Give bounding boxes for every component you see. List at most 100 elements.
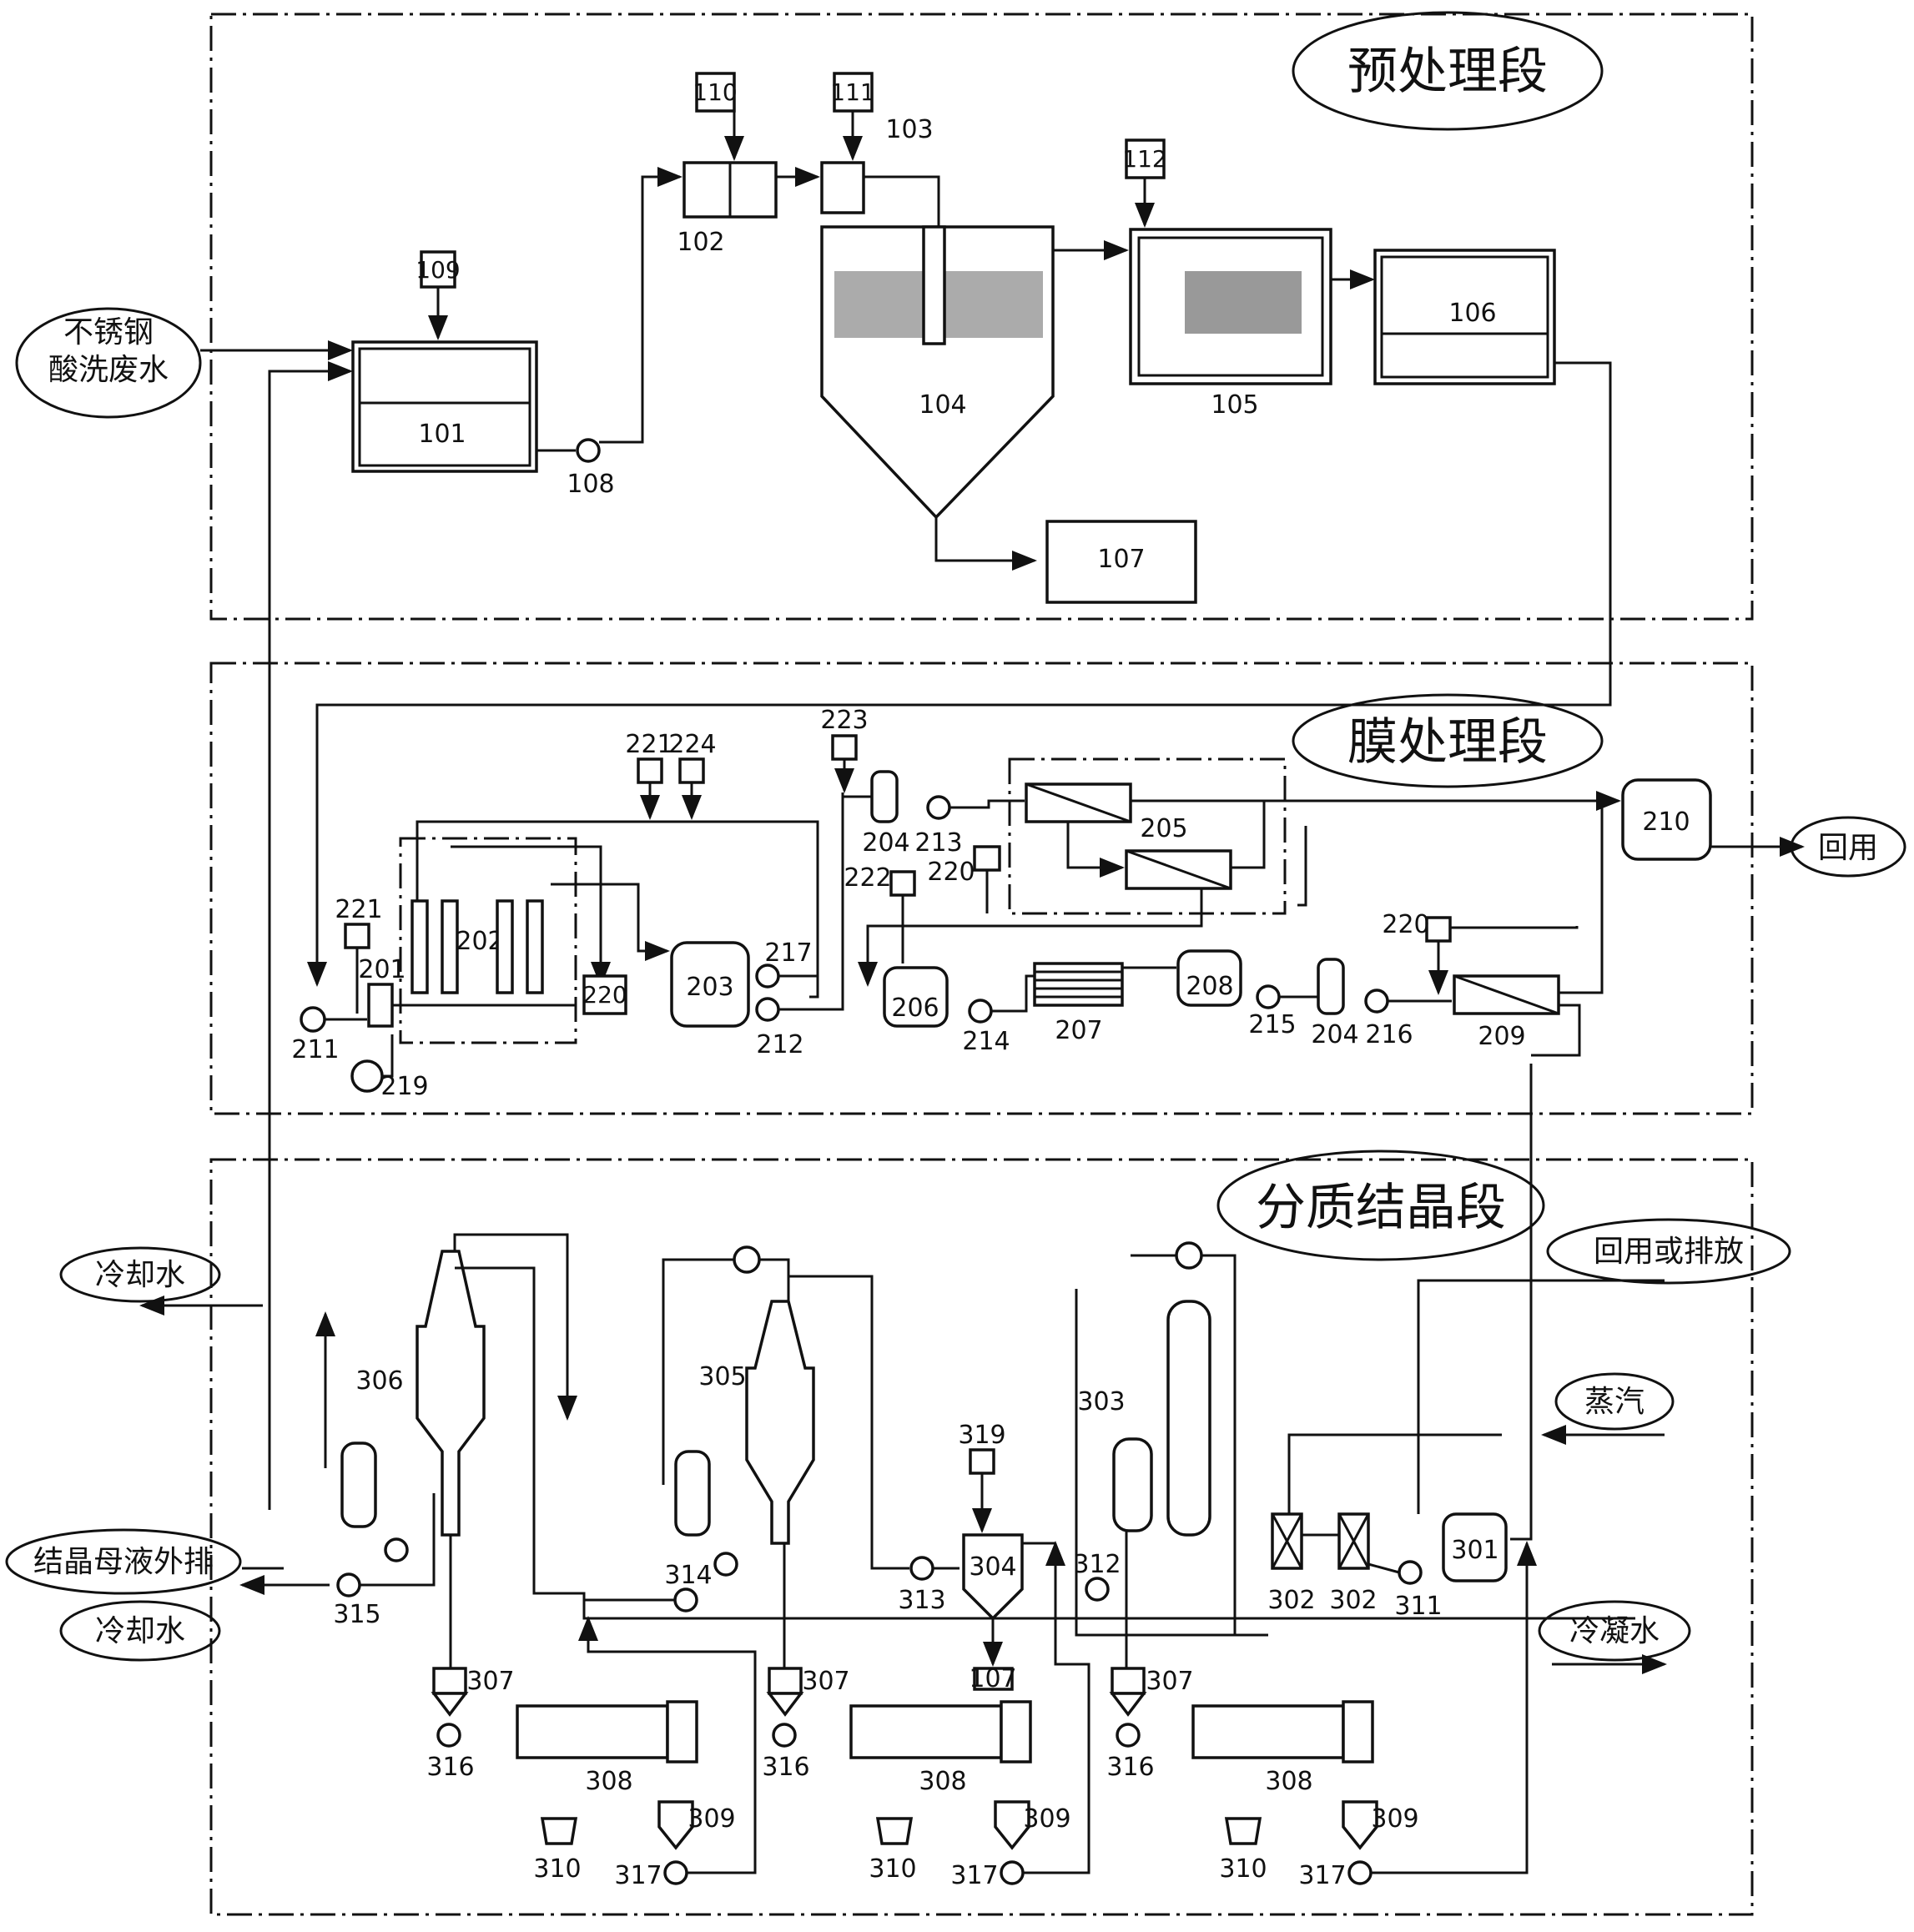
tank-208 [1176,949,1242,1007]
crystallization-title-ellipse [1216,1150,1545,1261]
label-307b: 307 [802,1667,849,1696]
dosing-221a [344,923,370,949]
label-223: 223 [820,706,868,735]
unit-220b [973,845,1001,872]
label-205: 205 [1140,814,1187,843]
tank-210 [1621,778,1712,861]
sludge-107b [973,1667,1014,1691]
pump-217 [755,963,780,989]
label-209: 209 [1478,1022,1525,1051]
condensate-ellipse [1538,1600,1691,1662]
condensate-label: 冷凝水 [1569,1614,1660,1648]
label-305: 305 [698,1362,746,1391]
label-103: 103 [885,115,933,144]
pump-212 [755,997,780,1022]
label-213: 213 [914,828,962,858]
membrane-system-205 [1008,757,1287,915]
dosing-223 [831,734,858,761]
label-316a: 316 [426,1753,474,1782]
label-215: 215 [1248,1010,1296,1039]
influent-label-line2: 酸洗废水 [48,353,169,387]
dosing-221b [637,757,663,784]
label-302a: 302 [1267,1586,1315,1615]
dosing-222 [889,870,916,897]
pump-305b [713,1552,738,1577]
cooling-water-bottom-ellipse [59,1600,221,1662]
resin-system-202 [399,837,577,1044]
separator-303 [1112,1437,1153,1532]
membrane-section-frame [209,662,1754,1115]
label-317b: 317 [950,1861,998,1890]
dosing-111 [833,72,874,113]
membrane-title-ellipse [1292,693,1604,788]
label-313: 313 [898,1586,945,1615]
label-206: 206 [891,994,939,1023]
cartridge-204a [870,770,899,823]
label-301: 301 [1451,1536,1498,1565]
tank-106 [1373,249,1556,385]
separator-305 [674,1450,711,1537]
column-303 [1166,1300,1211,1537]
label-309c: 309 [1371,1804,1418,1834]
label-308b: 308 [919,1767,966,1796]
label-208: 208 [1186,972,1233,1001]
dosing-110 [695,72,736,113]
tank-101 [351,340,538,473]
pump-313 [909,1556,934,1581]
pump-211 [300,1006,326,1033]
label-317c: 317 [1298,1861,1346,1890]
influent-label-line1: 不锈钢 [63,315,154,350]
mixer-103 [820,161,865,214]
heat-exchanger-207 [1033,962,1124,1007]
pump-215 [1256,984,1281,1009]
label-217: 217 [764,938,812,968]
label-317a: 317 [614,1861,662,1890]
dosing-109 [420,250,456,289]
pretreatment-title-ellipse [1292,11,1604,131]
label-307c: 307 [1146,1667,1193,1696]
evaporator-305 [745,1300,815,1545]
tank-301 [1442,1512,1508,1582]
mother-liquor-ellipse [5,1528,242,1595]
pump-311 [1398,1560,1423,1585]
dosing-224 [678,757,705,784]
label-105: 105 [1211,390,1258,420]
label-112: 112 [1122,145,1166,173]
label-107b: 107 [969,1664,1016,1693]
label-110: 110 [693,78,737,106]
label-211: 211 [291,1035,339,1064]
label-204b: 204 [1311,1020,1358,1049]
label-309b: 309 [1023,1804,1070,1834]
label-106: 106 [1448,299,1496,328]
label-315: 315 [333,1600,380,1629]
label-214: 214 [962,1027,1010,1056]
tank-203 [670,941,750,1028]
label-111: 111 [830,78,874,106]
label-210: 210 [1642,808,1690,837]
label-304: 304 [969,1552,1016,1582]
label-222: 222 [844,863,891,893]
label-316c: 316 [1106,1753,1154,1782]
label-216: 216 [1365,1020,1413,1049]
blower-219 [350,1059,384,1093]
steam-label: 蒸汽 [1584,1385,1645,1419]
steam-ellipse [1554,1372,1675,1431]
label-319: 319 [958,1421,1005,1450]
pump-108 [576,438,601,463]
crystallizer-304 [962,1533,1024,1621]
label-204a: 204 [862,828,909,858]
label-224: 224 [668,730,716,759]
label-107: 107 [1097,545,1145,574]
label-109: 109 [416,256,460,284]
cooling-water-top-label: 冷却水 [95,1258,185,1292]
evaporator-306 [416,1250,486,1537]
label-221b: 221 [625,730,672,759]
cartridge-204b [1317,958,1345,1015]
mother-liquor-label: 结晶母液外排 [33,1545,214,1579]
crystallization-section-frame [209,1158,1754,1916]
label-311: 311 [1394,1592,1442,1621]
pump-312 [1085,1577,1110,1602]
solids-train-1 [431,1667,698,1885]
reuse-discharge-label: 回用或排放 [1594,1235,1744,1269]
reuse-ellipse [1790,816,1906,878]
